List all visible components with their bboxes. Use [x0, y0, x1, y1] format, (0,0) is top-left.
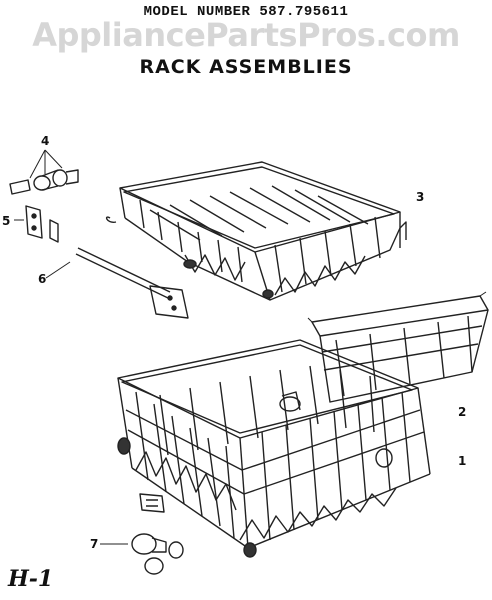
- bracket-part: [14, 205, 59, 243]
- watermark: AppliancePartsPros.com: [32, 16, 460, 54]
- rail-part: [75, 247, 189, 319]
- roller-parts: [9, 149, 79, 195]
- callout-1: 1: [458, 454, 467, 468]
- lower-rack: [117, 339, 431, 558]
- upper-rack: [105, 161, 407, 301]
- callout-5: 5: [2, 214, 11, 228]
- callout-4: 4: [41, 134, 50, 148]
- callout-7: 7: [90, 537, 99, 551]
- model-number: MODEL NUMBER 587.795611: [143, 4, 349, 20]
- page-title: RACK ASSEMBLIES: [139, 56, 353, 78]
- basket-part: [307, 291, 489, 403]
- bottom-parts: [100, 493, 184, 575]
- sheet-id: H-1: [8, 566, 54, 592]
- callout-2: 2: [458, 405, 467, 419]
- callout-3: 3: [416, 190, 425, 204]
- callout-6: 6: [38, 272, 47, 286]
